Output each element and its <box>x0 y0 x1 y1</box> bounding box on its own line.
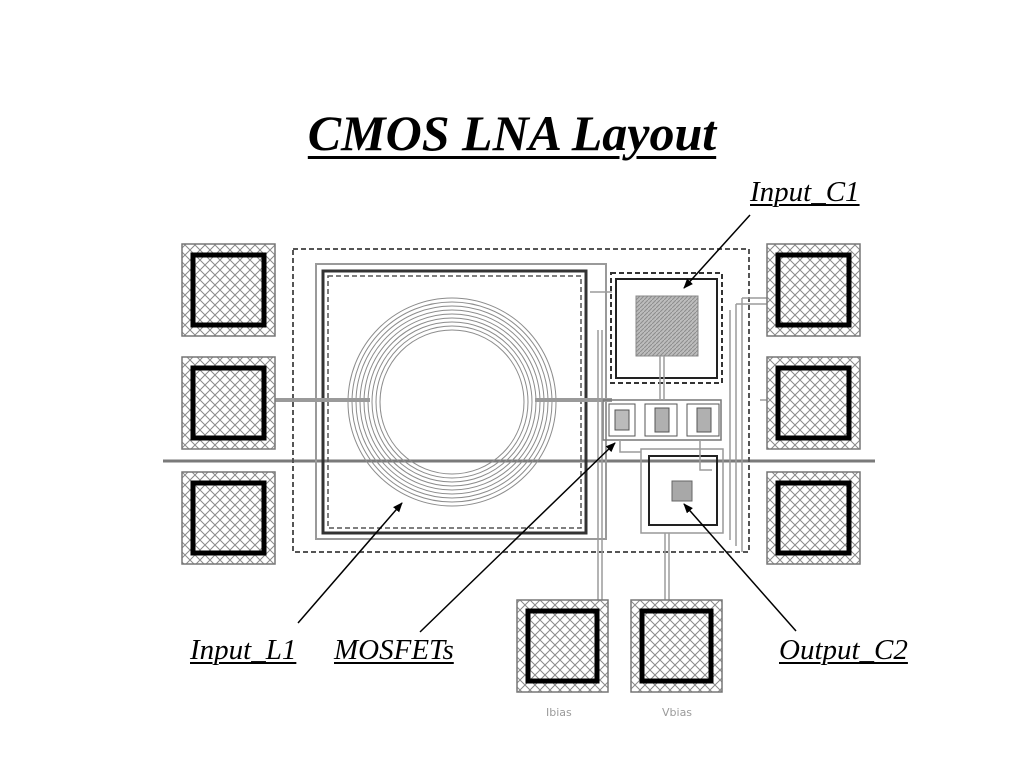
arrow-input-l1 <box>297 502 403 624</box>
label-mosfets: MOSFETs <box>334 634 454 666</box>
bond-pad-right-top <box>766 243 861 337</box>
bond-pad-vbias <box>630 599 723 693</box>
bond-pad-left-bottom <box>181 471 276 565</box>
output-c2-outline <box>648 455 718 526</box>
bond-pad-right-bottom <box>766 471 861 565</box>
core-boundary <box>292 248 750 553</box>
arrow-input-c1 <box>683 214 751 289</box>
bond-pad-ibias <box>516 599 609 693</box>
routing-traces <box>590 291 768 600</box>
label-output-c2: Output_C2 <box>779 634 908 666</box>
label-input-c1: Input_C1 <box>750 176 860 208</box>
bond-pad-left-top <box>181 243 276 337</box>
output-c2-frame <box>640 448 724 534</box>
slide-title: CMOS LNA Layout <box>307 105 717 161</box>
bond-pad-left-mid <box>181 356 276 450</box>
bond-pad-right-mid <box>766 356 861 450</box>
pin-label-vbias: Vbias <box>662 706 692 719</box>
arrow-output-c2 <box>683 503 797 632</box>
pin-label-ibias: Ibias <box>546 706 572 719</box>
arrow-mosfets <box>419 442 616 633</box>
label-input-l1: Input_L1 <box>190 634 297 666</box>
spiral-inductor <box>347 297 557 507</box>
mosfet-array <box>602 399 722 441</box>
input-c1-plate <box>635 295 699 357</box>
input-c1-outline <box>610 272 723 384</box>
output-c2-plate <box>671 480 693 502</box>
